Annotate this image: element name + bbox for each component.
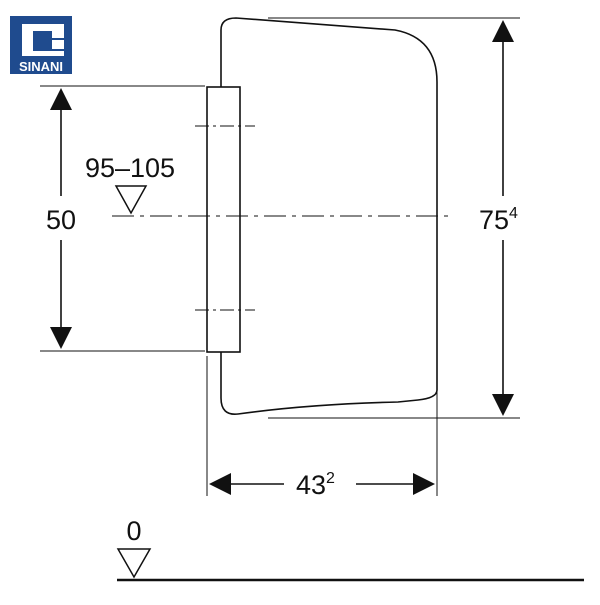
- dimension-label-43: 432: [296, 470, 335, 500]
- outlet-height-label: 95–105: [85, 153, 175, 183]
- urinal-body-outline: [220, 17, 438, 415]
- logo-emblem-icon: [22, 24, 64, 56]
- level-triangle-icon: [114, 185, 148, 215]
- dimension-mount-span: 50: [40, 85, 205, 352]
- logo-text: SINANI: [19, 59, 63, 74]
- brand-logo: SINANI: [10, 16, 72, 74]
- level-triangle-icon: [116, 548, 152, 579]
- arrow-left-icon: [209, 473, 231, 495]
- arrow-up-icon: [50, 88, 72, 110]
- floor-level-label: 0: [126, 516, 141, 546]
- floor-level-marker: 0: [116, 516, 584, 582]
- arrow-right-icon: [413, 473, 435, 495]
- dimension-label-75: 754: [479, 205, 518, 235]
- arrow-down-icon: [492, 394, 514, 416]
- dimension-label-50: 50: [46, 205, 76, 235]
- logo-emblem-bar: [52, 40, 64, 49]
- mounting-plate: [206, 86, 241, 353]
- arrow-up-icon: [492, 20, 514, 42]
- dimension-total-height: 754: [268, 17, 520, 419]
- dimension-depth: 432: [206, 356, 438, 500]
- arrow-down-icon: [50, 327, 72, 349]
- outlet-height-marker: 95–105: [85, 153, 175, 215]
